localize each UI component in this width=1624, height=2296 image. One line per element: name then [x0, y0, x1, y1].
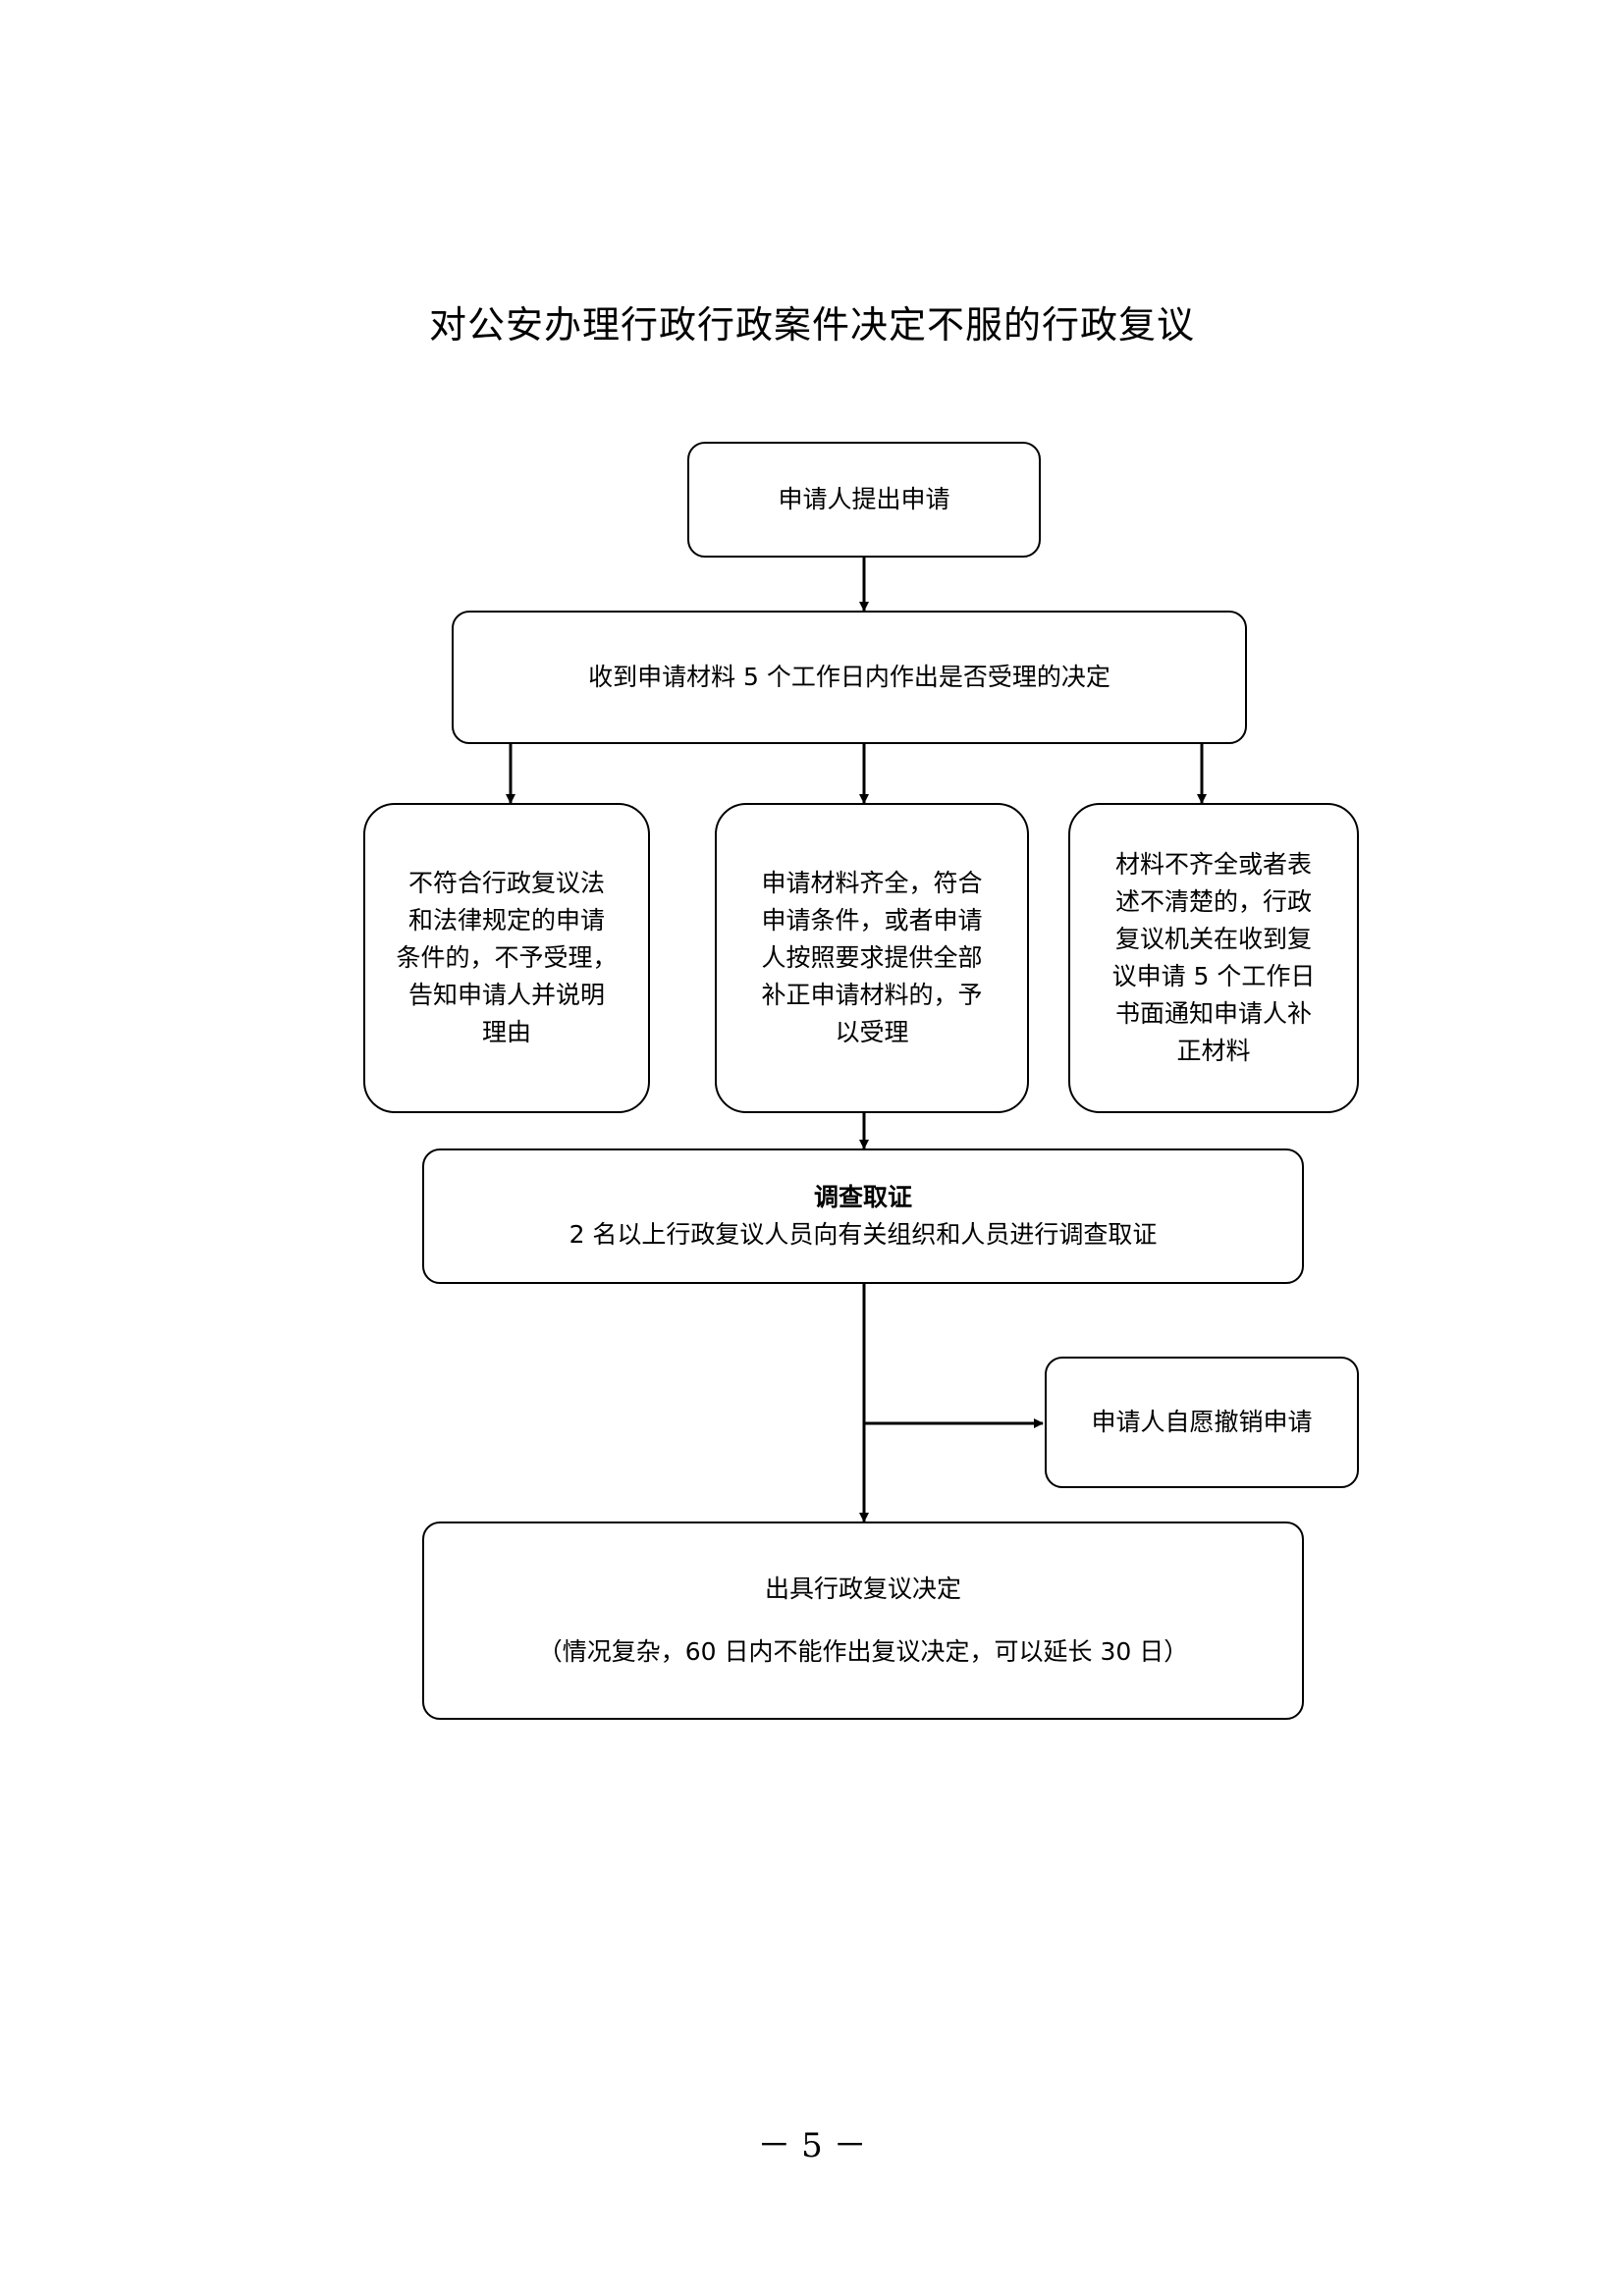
investigate-heading: 调查取证	[813, 1183, 912, 1211]
reject-box: 不符合行政复议法 和法律规定的申请 条件的，不予受理， 告知申请人并说明 理由	[363, 803, 650, 1113]
withdraw-box: 申请人自愿撤销申请	[1045, 1357, 1359, 1488]
decide-accept-box: 收到申请材料 5 个工作日内作出是否受理的决定	[452, 611, 1247, 744]
withdraw-text: 申请人自愿撤销申请	[1091, 1408, 1313, 1436]
supplement-line: 复议机关在收到复	[1114, 925, 1312, 953]
reject-line: 理由	[481, 1018, 531, 1046]
accept-box: 申请材料齐全，符合 申请条件，或者申请 人按照要求提供全部 补正申请材料的，予 …	[715, 803, 1029, 1113]
supplement-line: 述不清楚的，行政	[1114, 887, 1312, 916]
reject-line: 条件的，不予受理，	[396, 943, 618, 972]
final-note: （情况复杂，60 日内不能作出复议决定，可以延长 30 日）	[537, 1637, 1189, 1666]
supplement-line: 正材料	[1176, 1037, 1251, 1065]
decide-accept-text: 收到申请材料 5 个工作日内作出是否受理的决定	[588, 663, 1110, 691]
page-number: － 5 －	[757, 2126, 867, 2165]
final-heading: 出具行政复议决定	[764, 1575, 961, 1603]
accept-line: 补正申请材料的，予	[761, 981, 983, 1009]
investigate-text: 2 名以上行政复议人员向有关组织和人员进行调查取证	[568, 1220, 1158, 1249]
reject-line: 告知申请人并说明	[407, 981, 605, 1009]
supplement-line: 议申请 5 个工作日	[1111, 962, 1316, 990]
supplement-line: 材料不齐全或者表	[1114, 850, 1312, 879]
reject-line: 不符合行政复议法	[407, 869, 605, 897]
page-title: 对公安办理行政行政案件决定不服的行政复议	[428, 303, 1195, 347]
supplement-box: 材料不齐全或者表 述不清楚的，行政 复议机关在收到复 议申请 5 个工作日 书面…	[1068, 803, 1359, 1113]
apply-text: 申请人提出申请	[778, 485, 950, 513]
supplement-line: 书面通知申请人补	[1114, 999, 1312, 1028]
reject-line: 和法律规定的申请	[407, 906, 605, 934]
accept-line: 申请条件，或者申请	[761, 906, 983, 934]
final-decision-box: 出具行政复议决定 （情况复杂，60 日内不能作出复议决定，可以延长 30 日）	[422, 1522, 1304, 1720]
accept-line: 人按照要求提供全部	[761, 943, 983, 972]
apply-box: 申请人提出申请	[687, 442, 1041, 558]
accept-line: 申请材料齐全，符合	[761, 869, 983, 897]
investigate-box: 调查取证 2 名以上行政复议人员向有关组织和人员进行调查取证	[422, 1148, 1304, 1284]
accept-line: 以受理	[835, 1018, 909, 1046]
